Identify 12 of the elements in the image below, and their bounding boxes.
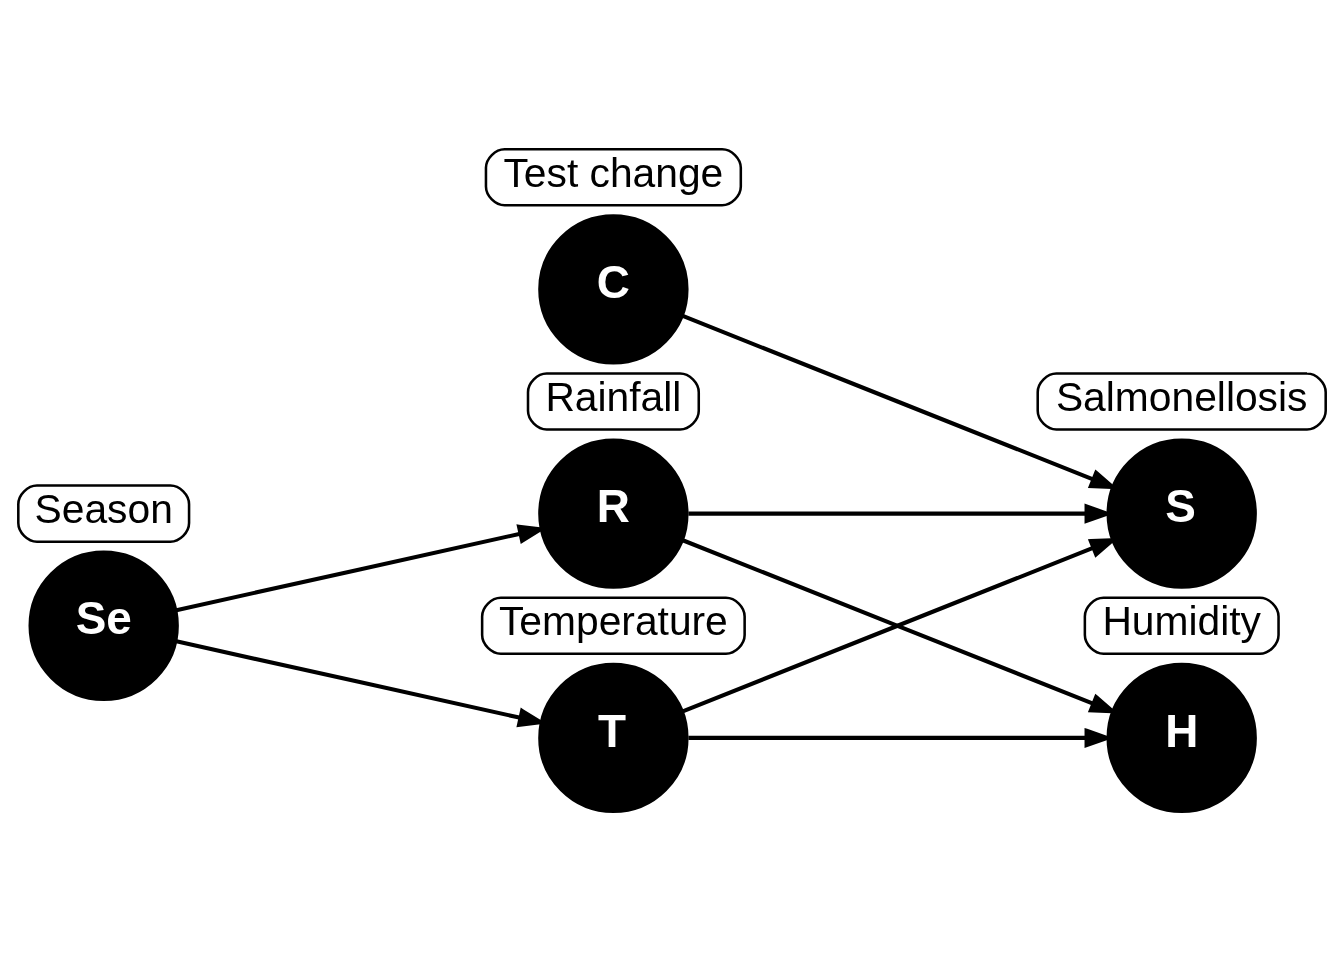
node-circle: Se (28, 550, 179, 701)
node-label: Rainfall (545, 373, 682, 420)
node-circle: S (1106, 437, 1257, 589)
node-label: Test change (503, 149, 724, 196)
node-label: Humidity (1102, 597, 1261, 644)
node-circle: H (1106, 662, 1257, 813)
node-label: Temperature (498, 597, 728, 644)
node-label: Season (34, 485, 173, 532)
node-circle: T (538, 662, 689, 813)
node-circle: R (538, 437, 689, 589)
node-label: Salmonellosis (1055, 373, 1308, 420)
node-circle: C (538, 213, 689, 365)
